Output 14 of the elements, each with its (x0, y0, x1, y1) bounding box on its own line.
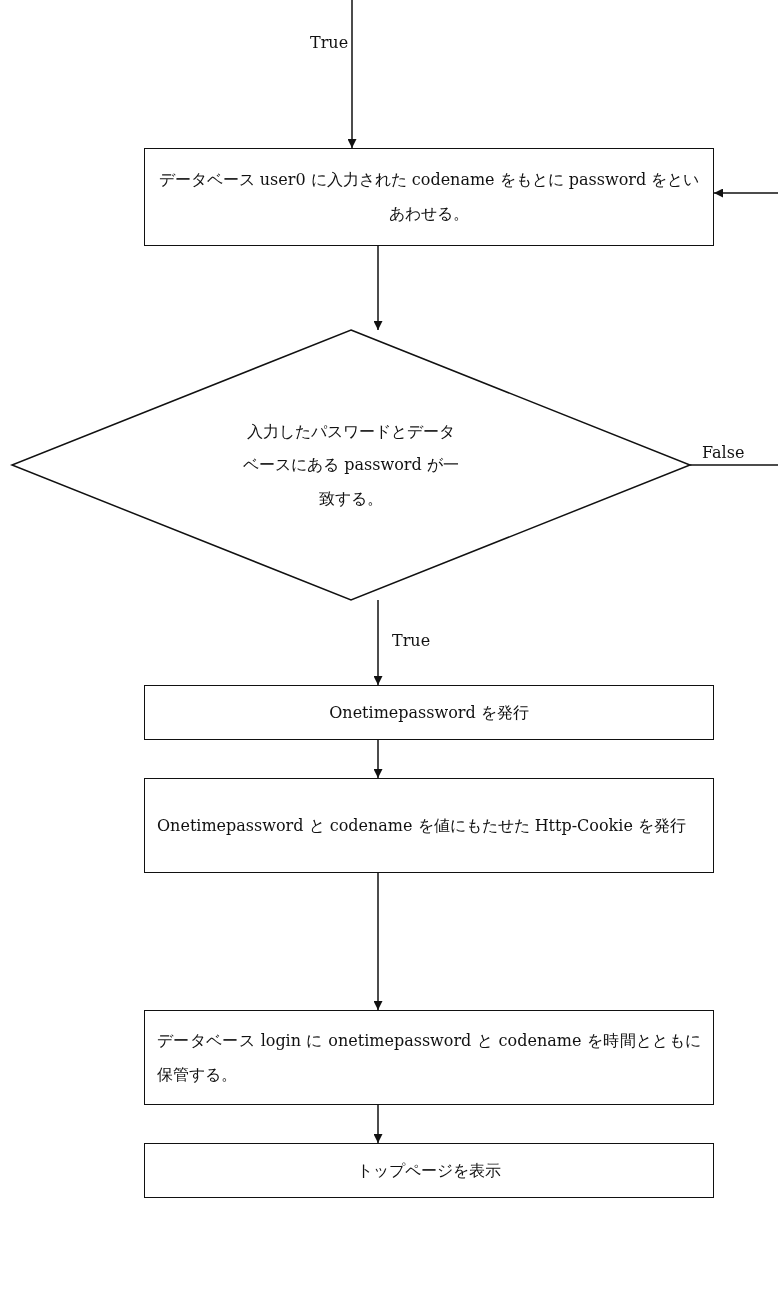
process-box: トップページを表示 (144, 1143, 714, 1198)
arrow (373, 599, 383, 686)
arrow (373, 1104, 383, 1144)
arrow (713, 188, 778, 198)
process-box: Onetimepassword を発行 (144, 685, 714, 740)
arrow (347, 0, 357, 149)
arrow (373, 872, 383, 1011)
decision-diamond (12, 330, 690, 600)
arrow (373, 245, 383, 331)
process-box: データベース user0 に入力された codename をもとに password をといあわせる。 (144, 148, 714, 246)
decision-text: 入力したパスワードとデータベースにある password が一致する。 (242, 420, 460, 510)
process-box: Onetimepassword と codename を値にもたせた Http-Cookie を発行 (144, 778, 714, 873)
process-box: データベース login に onetimepassword と codename を時間とともに保管する。 (144, 1010, 714, 1105)
arrow (373, 739, 383, 779)
